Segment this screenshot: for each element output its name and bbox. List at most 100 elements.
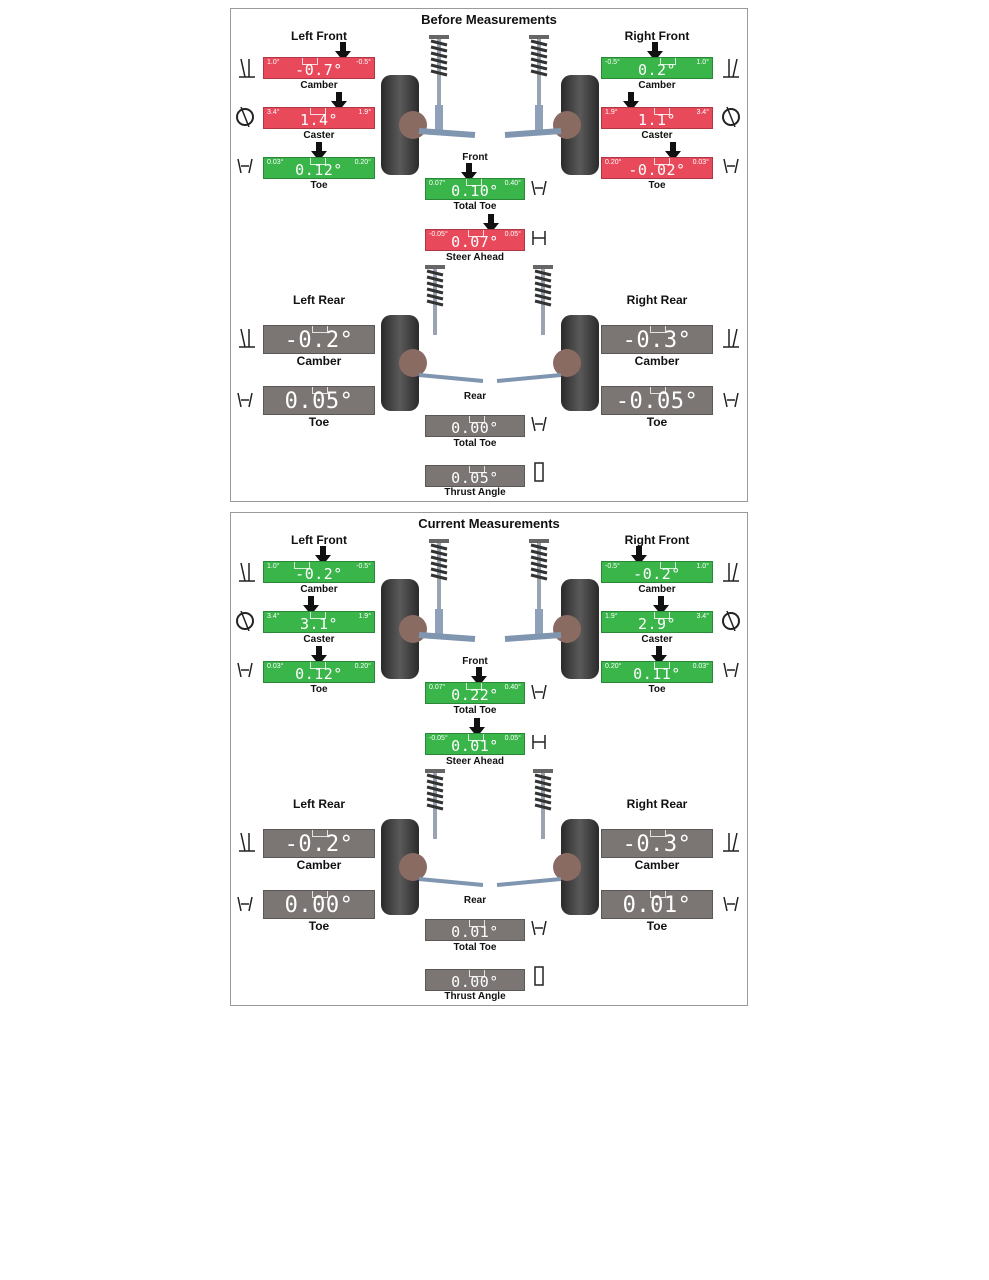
rf-toe-label: Toe xyxy=(648,180,666,191)
caster-icon xyxy=(722,106,740,127)
indicator-arrow xyxy=(665,142,681,161)
rear-total-toe-label: Total Toe xyxy=(453,438,497,449)
lf-toe-gauge: 0.03° 0.20° 0.12° xyxy=(263,661,375,683)
thrust-angle-value: 0.05° xyxy=(451,469,499,487)
lf-toe-value: 0.12° xyxy=(295,665,343,683)
rr-camber-value: -0.3° xyxy=(622,832,692,857)
camber-icon xyxy=(239,328,255,348)
lf-caster-label: Caster xyxy=(303,634,335,645)
front-total-toe-label: Total Toe xyxy=(453,705,497,716)
total-toe-icon xyxy=(531,180,547,196)
right-front-header: Right Front xyxy=(624,533,690,547)
caster-icon xyxy=(236,610,254,631)
rf-toe-gauge: 0.20° 0.03° 0.11° xyxy=(601,661,713,683)
lf-caster-gauge: 3.4° 1.9° 3.1° xyxy=(263,611,375,633)
camber-icon xyxy=(239,562,255,582)
camber-icon xyxy=(723,58,739,78)
rf-caster-gauge: 1.9° 3.4° 1.1° xyxy=(601,107,713,129)
front-total-toe-value: 0.10° xyxy=(451,182,499,200)
steer-ahead-label: Steer Ahead xyxy=(446,756,504,767)
camber-icon xyxy=(723,562,739,582)
rear-total-toe-value: 0.01° xyxy=(451,923,499,941)
toe-icon xyxy=(237,158,253,174)
thrust-angle-label: Thrust Angle xyxy=(444,487,506,498)
total-toe-icon xyxy=(531,920,547,936)
lf-camber-label: Camber xyxy=(300,584,338,595)
thrust-angle-icon xyxy=(534,462,544,482)
rf-toe-label: Toe xyxy=(648,684,666,695)
left-front-header: Left Front xyxy=(291,29,347,43)
lf-camber-gauge: 1.0° -0.5° -0.7° xyxy=(263,57,375,79)
indicator-arrow xyxy=(469,718,485,737)
rr-toe-label: Toe xyxy=(646,415,668,429)
rr-toe-value: 0.01° xyxy=(622,893,692,918)
thrust-angle-gauge: 0.00° xyxy=(425,969,525,991)
indicator-arrow xyxy=(623,92,639,111)
rr-camber-value: -0.3° xyxy=(622,328,692,353)
rf-camber-label: Camber xyxy=(638,80,676,91)
toe-icon xyxy=(723,896,739,912)
rr-camber-label: Camber xyxy=(634,354,680,368)
lf-camber-value: -0.2° xyxy=(295,565,343,583)
front-label: Front xyxy=(462,656,488,667)
right-rear-header: Right Rear xyxy=(626,293,688,307)
front-suspension-illustration xyxy=(381,539,599,679)
rear-total-toe-gauge: 0.00° xyxy=(425,415,525,437)
steer-ahead-icon xyxy=(532,231,546,245)
rf-toe-gauge: 0.20° 0.03° -0.02° xyxy=(601,157,713,179)
lr-toe-value: 0.05° xyxy=(284,389,354,414)
rr-toe-gauge: 0.01° xyxy=(601,890,713,919)
lf-toe-label: Toe xyxy=(310,684,328,695)
rf-camber-value: 0.2° xyxy=(637,61,677,79)
caster-icon xyxy=(236,106,254,127)
indicator-arrow xyxy=(303,596,319,615)
steer-ahead-icon xyxy=(532,735,546,749)
rr-toe-gauge: -0.05° xyxy=(601,386,713,415)
lr-camber-gauge: -0.2° xyxy=(263,325,375,354)
steer-ahead-value: 0.07° xyxy=(451,233,499,251)
lf-caster-value: 3.1° xyxy=(299,615,339,633)
rr-toe-value: -0.05° xyxy=(615,389,699,414)
lf-caster-label: Caster xyxy=(303,130,335,141)
front-suspension-illustration xyxy=(381,35,599,175)
indicator-arrow xyxy=(331,92,347,111)
rear-label: Rear xyxy=(463,391,487,402)
toe-icon xyxy=(723,392,739,408)
left-rear-header: Left Rear xyxy=(292,797,345,811)
total-toe-icon xyxy=(531,684,547,700)
thrust-angle-label: Thrust Angle xyxy=(444,991,506,1002)
lr-camber-label: Camber xyxy=(296,858,342,872)
lf-caster-gauge: 3.4° 1.9° 1.4° xyxy=(263,107,375,129)
front-label: Front xyxy=(462,152,488,163)
rf-camber-gauge: -0.5° 1.0° 0.2° xyxy=(601,57,713,79)
rr-camber-gauge: -0.3° xyxy=(601,325,713,354)
rf-caster-label: Caster xyxy=(641,634,673,645)
indicator-arrow xyxy=(471,667,487,686)
panel-title: Before Measurements xyxy=(421,12,557,27)
rear-label: Rear xyxy=(463,895,487,906)
lf-toe-label: Toe xyxy=(310,180,328,191)
rear-total-toe-gauge: 0.01° xyxy=(425,919,525,941)
rr-camber-label: Camber xyxy=(634,858,680,872)
panel-title: Current Measurements xyxy=(418,516,560,531)
rf-toe-value: -0.02° xyxy=(628,161,686,179)
steer-ahead-label: Steer Ahead xyxy=(446,252,504,263)
rear-total-toe-value: 0.00° xyxy=(451,419,499,437)
lr-toe-value: 0.00° xyxy=(284,893,354,918)
toe-icon xyxy=(237,896,253,912)
rf-camber-value: -0.2° xyxy=(633,565,681,583)
toe-icon xyxy=(237,392,253,408)
indicator-arrow xyxy=(631,546,647,565)
lr-toe-gauge: 0.00° xyxy=(263,890,375,919)
front-total-toe-value: 0.22° xyxy=(451,686,499,704)
lr-camber-value: -0.2° xyxy=(284,328,354,353)
lr-toe-label: Toe xyxy=(308,919,330,933)
right-front-header: Right Front xyxy=(624,29,690,43)
indicator-arrow xyxy=(311,142,327,161)
front-total-toe-label: Total Toe xyxy=(453,201,497,212)
indicator-arrow xyxy=(647,42,663,61)
toe-icon xyxy=(237,662,253,678)
steer-ahead-gauge: -0.05° 0.05° 0.07° xyxy=(425,229,525,251)
camber-icon xyxy=(723,328,739,348)
lf-camber-label: Camber xyxy=(300,80,338,91)
